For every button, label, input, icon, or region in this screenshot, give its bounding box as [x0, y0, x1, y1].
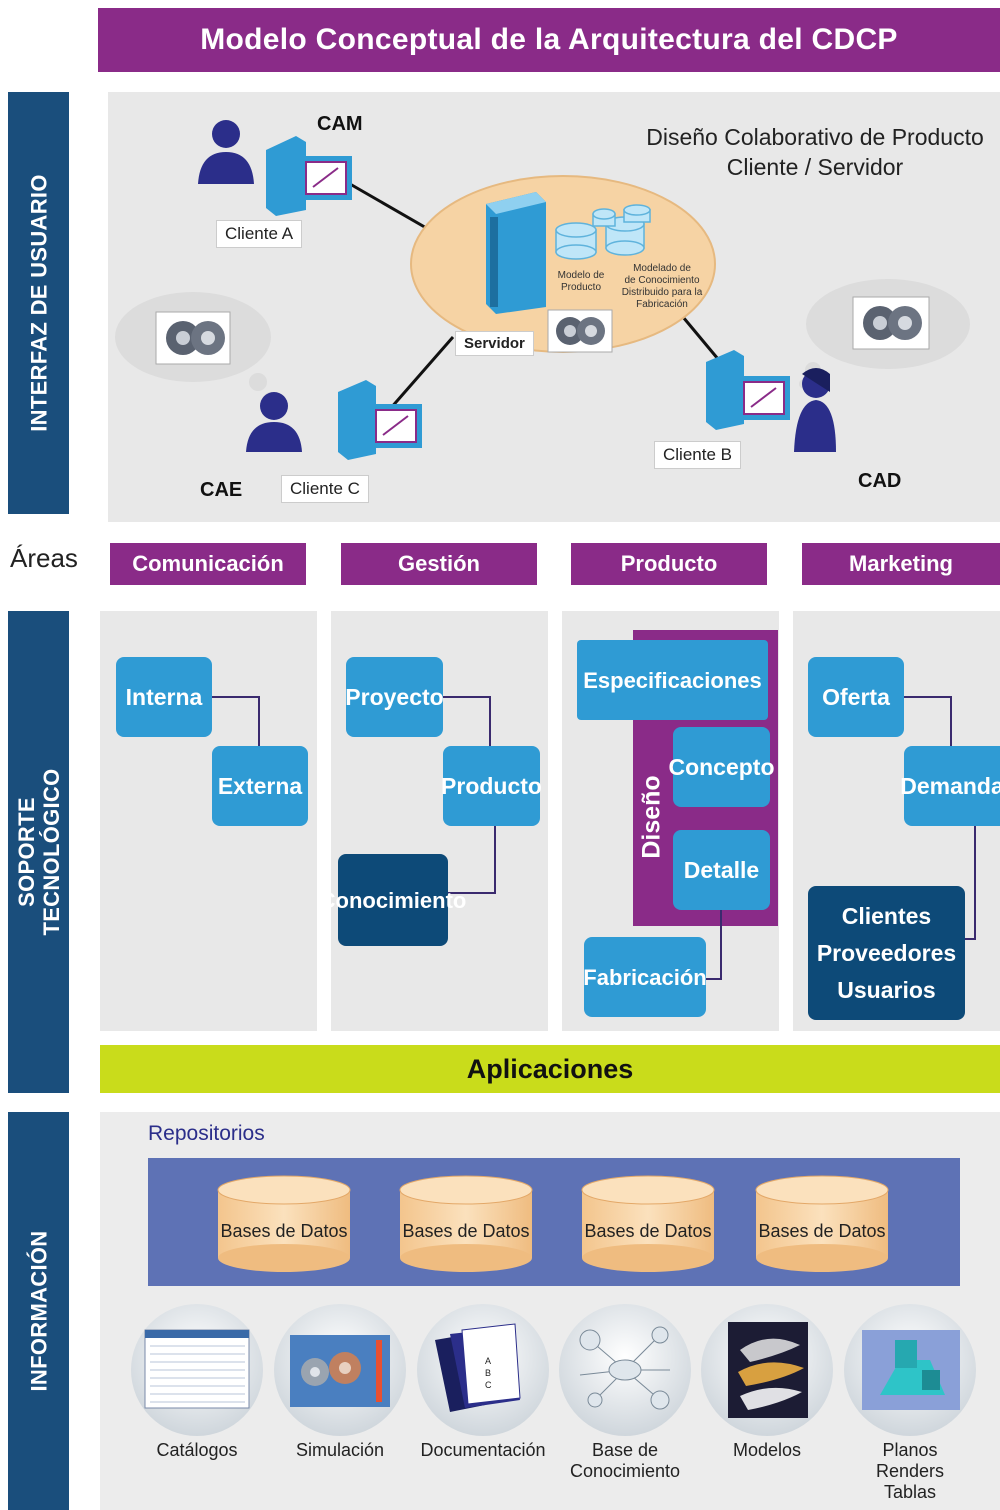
modelado-line2: de Conocimiento — [624, 275, 700, 286]
base-conocimiento-line1: Base de — [591, 1440, 659, 1460]
area-producto: Producto — [571, 543, 767, 585]
base-conocimiento-line2: Conocimiento — [569, 1461, 681, 1481]
box-especificaciones: Especificaciones — [577, 640, 768, 720]
database-label-1: Bases de Datos — [220, 1221, 348, 1241]
section-soporte-line2: TECNOLÓGICO — [38, 768, 64, 936]
modelo-line1: Modelo de — [557, 270, 605, 281]
section-soporte-label: SOPORTE TECNOLÓGICO — [14, 768, 64, 935]
label-cad: CAD — [858, 470, 902, 492]
box-clientes-proveedores-usuarios: Clientes Proveedores Usuarios — [808, 886, 965, 1020]
ui-heading-line2: Cliente / Servidor — [726, 154, 904, 180]
database-cylinder-3 — [581, 1175, 715, 1272]
gears-image-cae — [155, 311, 231, 365]
area-comunicacion: Comunicación — [110, 543, 306, 585]
modelado-line1: Modelado de — [633, 263, 691, 274]
areas-label: Áreas — [10, 543, 78, 573]
database-label-3: Bases de Datos — [584, 1221, 712, 1241]
label-cliente-c: Cliente C — [281, 475, 369, 503]
label-servidor: Servidor — [455, 331, 534, 356]
server-tower-icon — [486, 192, 546, 314]
label-cam: CAM — [317, 113, 363, 135]
label-cliente-b: Cliente B — [654, 441, 741, 469]
section-soporte-bar: SOPORTE TECNOLÓGICO — [8, 611, 69, 1093]
label-modelo-producto: Modelo de Producto — [550, 270, 612, 294]
box-interna: Interna — [116, 657, 212, 737]
svg-text:A: A — [485, 1356, 491, 1366]
resource-icons: A B C — [131, 1304, 976, 1436]
planos-line: Planos — [882, 1440, 938, 1460]
connector-interna-externa — [210, 696, 260, 746]
modelos-icon — [701, 1304, 833, 1436]
simulacion-icon — [274, 1304, 406, 1436]
server-databases-icon — [555, 204, 651, 260]
connector-demanda-clientes — [962, 826, 976, 940]
computer-cae-icon — [338, 380, 422, 460]
simulacion-label: Simulación — [295, 1440, 385, 1460]
box-externa: Externa — [212, 746, 308, 826]
connector-detalle-fabricacion — [705, 910, 722, 980]
base-conocimiento-icon — [559, 1304, 691, 1436]
user-cam-icon — [198, 120, 254, 184]
database-cylinder-4 — [755, 1175, 889, 1272]
database-cylinder-1 — [217, 1175, 351, 1272]
proveedores-label: Proveedores — [816, 939, 957, 966]
computer-cam-icon — [266, 136, 352, 216]
section-ui-bar: INTERFAZ DE USUARIO — [8, 92, 69, 514]
modelos-label: Modelos — [732, 1440, 802, 1460]
ui-heading-line1: Diseño Colaborativo de Producto — [646, 124, 984, 150]
database-label-2: Bases de Datos — [402, 1221, 530, 1241]
svg-text:B: B — [485, 1368, 491, 1378]
gears-image-cad — [852, 296, 930, 350]
aplicaciones-bar: Aplicaciones — [100, 1045, 1000, 1093]
section-info-label: INFORMACIÓN — [26, 1230, 51, 1392]
section-ui-label: INTERFAZ DE USUARIO — [26, 174, 51, 432]
modelo-line2: Producto — [560, 282, 602, 293]
database-cylinders — [217, 1175, 889, 1272]
clientes-label: Clientes — [841, 902, 932, 929]
label-modelado-conocimiento: Modelado de de Conocimiento Distribuido … — [612, 263, 712, 311]
usuarios-label: Usuarios — [837, 976, 936, 1003]
connector-producto-conocimiento — [448, 826, 496, 894]
ui-heading: Diseño Colaborativo de Producto Cliente … — [640, 122, 990, 182]
box-fabricacion: Fabricación — [583, 937, 707, 1017]
user-cad-icon — [794, 368, 836, 452]
documentacion-label: Documentación — [420, 1440, 546, 1460]
page-title: Modelo Conceptual de la Arquitectura del… — [98, 8, 1000, 72]
tablas-line: Tablas — [883, 1482, 937, 1502]
box-detalle: Detalle — [673, 830, 770, 910]
box-conocimiento: Conocimiento — [320, 854, 466, 946]
box-producto: Producto — [441, 746, 542, 826]
repositorios-label: Repositorios — [148, 1122, 265, 1145]
box-proyecto: Proyecto — [345, 657, 444, 737]
modelado-line3: Distribuido para la — [621, 287, 703, 298]
planos-label: Planos Renders Tablas — [835, 1440, 985, 1503]
label-cliente-a: Cliente A — [216, 220, 303, 248]
computer-cad-icon — [706, 350, 790, 430]
section-soporte-line1: SOPORTE — [13, 797, 39, 907]
base-conocimiento-label: Base de Conocimiento — [550, 1440, 700, 1482]
link-server-cae — [381, 336, 455, 418]
user-cae-icon — [246, 392, 302, 452]
modelado-line4: Fabricación — [636, 299, 688, 310]
database-cylinder-2 — [399, 1175, 533, 1272]
connector-proyecto-producto — [441, 696, 491, 746]
section-info-bar: INFORMACIÓN — [8, 1112, 69, 1510]
connector-oferta-demanda — [902, 696, 952, 746]
diseno-label: Diseño — [637, 775, 666, 859]
planos-icon — [844, 1304, 976, 1436]
label-cae: CAE — [200, 479, 243, 501]
network-diagram — [115, 120, 970, 460]
renders-line: Renders — [875, 1461, 945, 1481]
area-marketing: Marketing — [802, 543, 1000, 585]
documentacion-icon: A B C — [417, 1304, 549, 1436]
catalogos-icon — [131, 1304, 263, 1436]
catalogos-label: Catálogos — [156, 1440, 238, 1460]
box-concepto: Concepto — [668, 727, 775, 807]
gears-image-server — [547, 309, 613, 353]
database-label-4: Bases de Datos — [758, 1221, 886, 1241]
box-demanda: Demanda — [900, 746, 1000, 826]
area-gestion: Gestión — [341, 543, 537, 585]
svg-text:C: C — [485, 1380, 492, 1390]
box-oferta: Oferta — [808, 657, 904, 737]
